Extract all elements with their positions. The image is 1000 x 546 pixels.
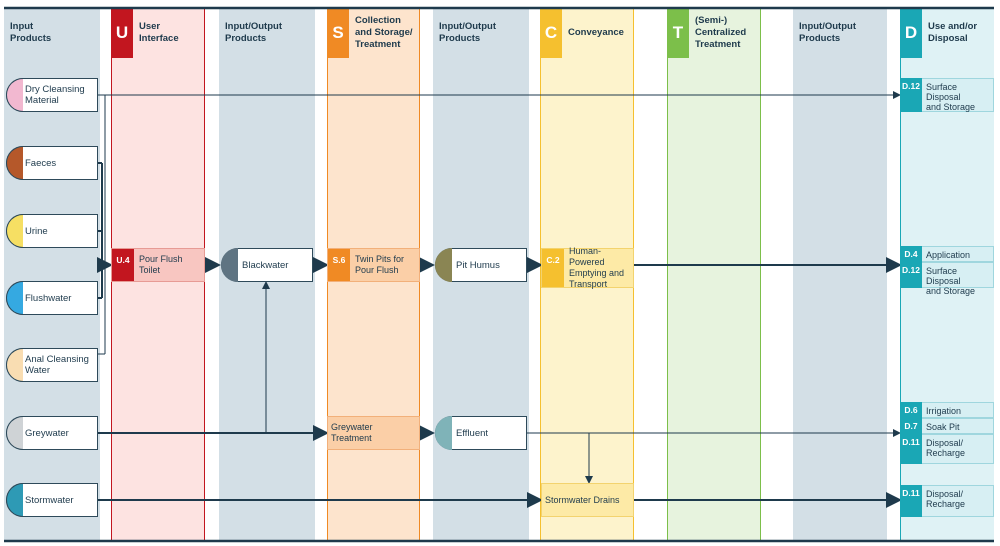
header-io-products-3: Input/Output Products <box>799 21 856 44</box>
product-color-cap <box>435 248 452 282</box>
header-centralized-treatment: T (Semi-) Centralized Treatment <box>667 8 761 58</box>
disposal-d6-irrigation: D.6 Irrigation <box>900 402 994 418</box>
disposal-d12-surface-top: D.12 Surface Disposal and Storage <box>900 78 994 112</box>
input-anal-cleansing-water: Anal Cleansing Water <box>6 348 98 382</box>
disposal-d12-surface-mid: D.12 Surface Disposal and Storage <box>900 262 994 296</box>
tech-stormwater-drains: Stormwater Drains <box>541 483 634 517</box>
disposal-d7-soak-pit: D.7 Soak Pit <box>900 418 994 434</box>
letter-s: S <box>327 8 349 58</box>
header-io-products-1: Input/Output Products <box>225 21 282 44</box>
product-pit-humus: Pit Humus <box>435 248 527 282</box>
product-blackwater: Blackwater <box>221 248 313 282</box>
product-color-cap <box>435 416 452 450</box>
header-collection-storage: S Collection and Storage/ Treatment <box>327 8 420 58</box>
product-effluent: Effluent <box>435 416 527 450</box>
column-centralized-treatment <box>667 8 761 542</box>
input-greywater: Greywater <box>6 416 98 450</box>
tech-greywater-treatment: Greywater Treatment <box>327 416 420 450</box>
letter-c: C <box>540 8 562 58</box>
input-faeces: Faeces <box>6 146 98 180</box>
header-user-interface: U User Interface <box>111 8 205 58</box>
column-io-products-3 <box>793 8 887 542</box>
letter-t: T <box>667 8 689 58</box>
input-stormwater: Stormwater <box>6 483 98 517</box>
header-use-disposal: D Use and/or Disposal <box>900 8 994 58</box>
product-color-cap <box>221 248 238 282</box>
disposal-d4-application: D.4 Application <box>900 246 994 262</box>
disposal-d11-recharge-b: D.11 Disposal/ Recharge <box>900 485 994 517</box>
tech-s6-twin-pits: S.6 Twin Pits for Pour Flush <box>327 248 420 282</box>
header-conveyance: C Conveyance <box>540 8 634 58</box>
input-flushwater: Flushwater <box>6 281 98 315</box>
header-input-products: Input Products <box>10 21 52 44</box>
input-urine: Urine <box>6 214 98 248</box>
tech-c2-human-powered-emptying: C.2 Human-Powered Emptying and Transport <box>541 246 634 289</box>
header-io-products-2: Input/Output Products <box>439 21 496 44</box>
letter-d: D <box>900 8 922 58</box>
input-dry-cleansing-material: Dry Cleansing Material <box>6 78 98 112</box>
disposal-d11-recharge-a: D.11 Disposal/ Recharge <box>900 434 994 464</box>
letter-u: U <box>111 8 133 58</box>
tech-u4-pour-flush-toilet: U.4 Pour Flush Toilet <box>111 248 205 282</box>
